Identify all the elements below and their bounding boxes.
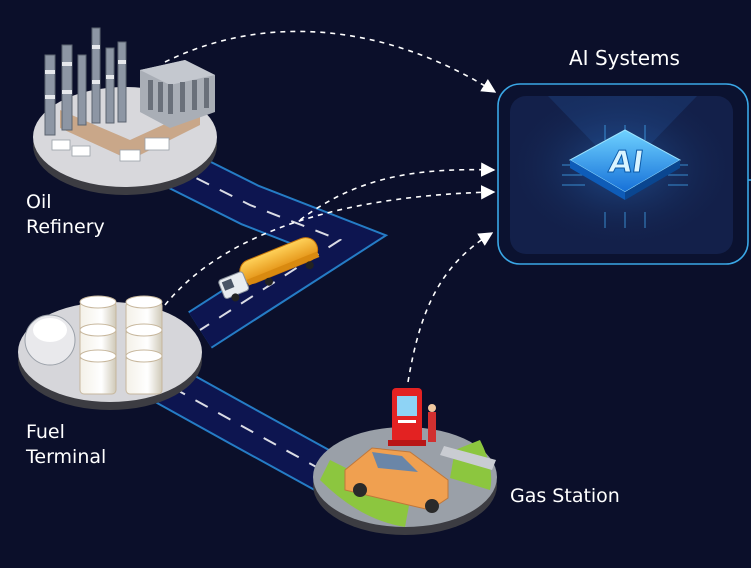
label-refinery-line2: Refinery — [26, 216, 105, 238]
tanker-truck-icon — [218, 237, 320, 302]
label-terminal-line2: Terminal — [26, 446, 107, 468]
arrow-truck-to-ai — [299, 162, 496, 221]
refinery-icon — [33, 27, 217, 195]
gas-station-icon — [313, 388, 497, 535]
road-network — [139, 135, 389, 500]
label-gas-station-text: Gas Station — [510, 485, 620, 507]
data-flow-arrows — [164, 30, 497, 383]
label-refinery-line1: Oil — [26, 191, 52, 213]
car-icon — [344, 447, 449, 513]
label-ai-systems: AI Systems — [569, 46, 680, 71]
fuel-terminal-icon — [18, 295, 202, 410]
label-ai-systems-text: AI Systems — [569, 46, 680, 70]
ai-chip-icon: AI — [562, 125, 688, 228]
ai-systems-panel: AI — [497, 83, 751, 265]
label-gas-station: Gas Station — [510, 484, 620, 509]
arrow-gas-to-ai — [407, 232, 494, 383]
label-oil-refinery: Oil Refinery — [26, 190, 105, 240]
arrow-terminal-to-ai — [164, 185, 496, 306]
label-terminal-line1: Fuel — [26, 421, 65, 443]
ai-chip-text: AI — [607, 145, 646, 180]
label-fuel-terminal: Fuel Terminal — [26, 420, 106, 470]
arrow-refinery-to-ai — [164, 30, 497, 93]
